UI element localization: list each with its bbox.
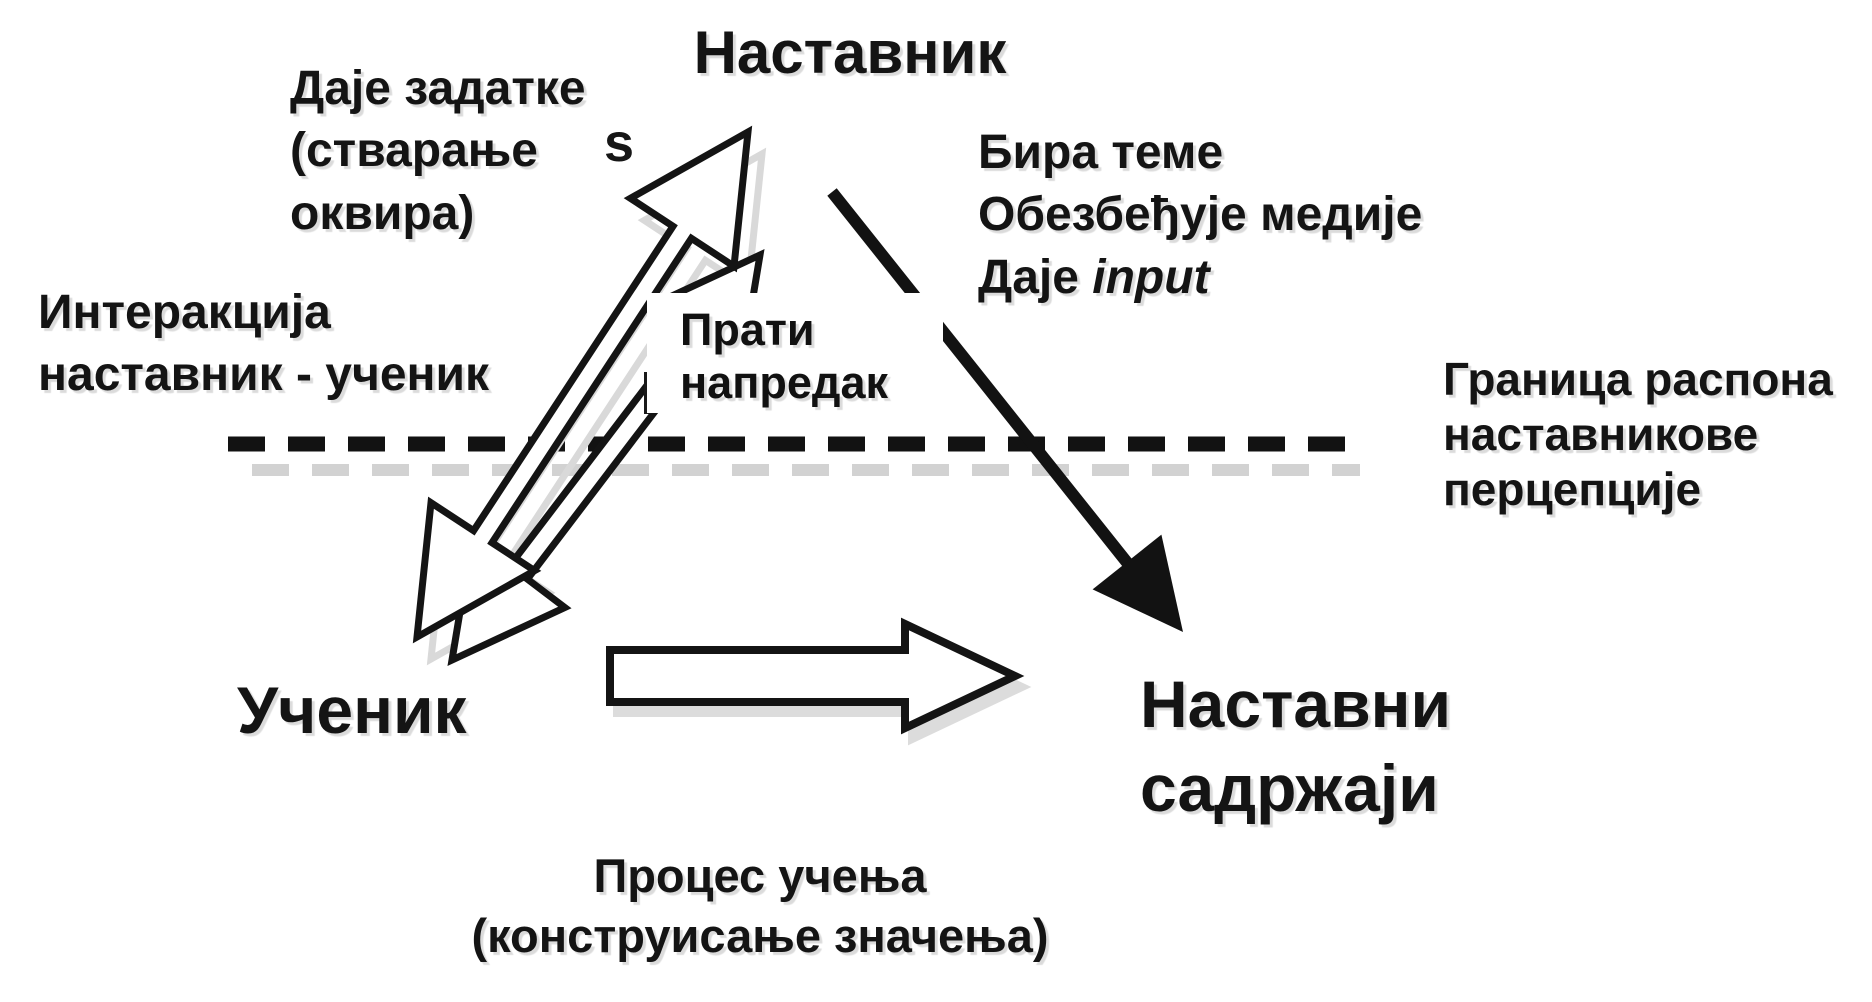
teacher-content-arrow-shaft — [827, 188, 1138, 574]
input-italic-word: input — [1092, 250, 1210, 304]
student-label: Ученик — [237, 673, 467, 747]
node-student: Ученик — [237, 668, 467, 752]
node-teacher: Наставник — [600, 18, 1100, 89]
label-learning-process: Процес учења (конструисање значења) — [471, 849, 1049, 962]
content-label-line2: садржаји — [1140, 751, 1439, 826]
label-chooses-topics: Бира теме Обезбеђује медије Даје input — [978, 126, 1423, 304]
teacher-student-double-arrow — [412, 125, 753, 644]
label-interaction: Интеракција наставник - ученик — [38, 286, 490, 402]
covered-text-fragment-s: ѕ — [604, 113, 635, 173]
student-content-arrow — [606, 617, 1025, 735]
label-perception-boundary: Граница распона наставникове перцепције — [1443, 353, 1833, 515]
teacher-label: Наставник — [693, 19, 1007, 86]
node-content: Наставни садржаји — [1140, 662, 1451, 831]
label-gives-tasks: Даје задатке (стварање оквира) — [290, 62, 586, 240]
label-monitors-progress-box: Прати напредак — [647, 293, 943, 413]
content-label-line1: Наставни — [1140, 667, 1452, 741]
teacher-content-arrow-head — [1092, 534, 1183, 632]
